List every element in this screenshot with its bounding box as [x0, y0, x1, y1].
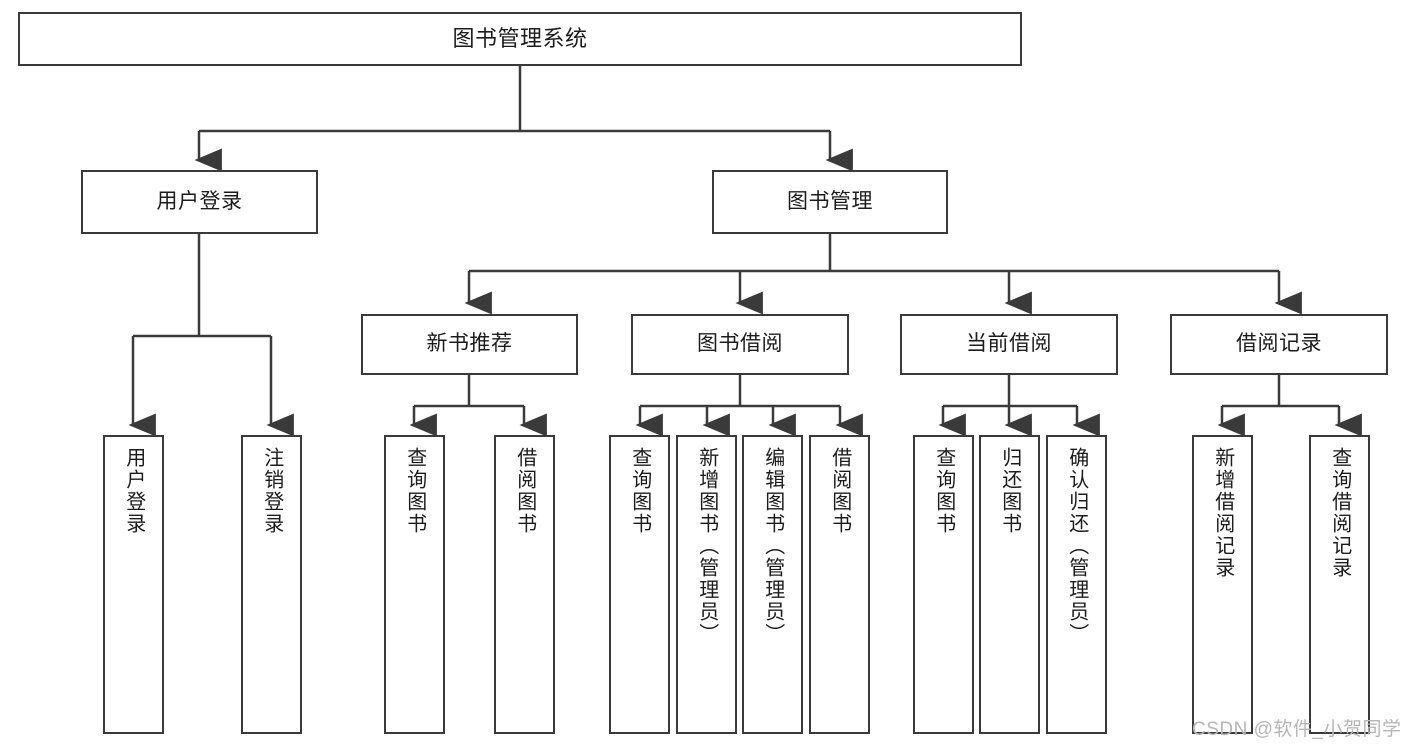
- leaf-borrow-query-book[interactable]: 查询图书: [609, 435, 670, 734]
- node-label: 查询借阅记录: [1328, 447, 1351, 579]
- leaf-borrow-edit-book-admin[interactable]: 编辑图书（管理员）: [742, 435, 803, 734]
- node-label: 新书推荐: [426, 332, 513, 356]
- node-user-login[interactable]: 用户登录: [81, 170, 318, 234]
- node-label: 注销登录: [260, 447, 283, 535]
- node-label: 用户登录: [156, 189, 243, 213]
- node-new-book-recommend[interactable]: 新书推荐: [361, 314, 578, 375]
- leaf-borrow-add-book-admin[interactable]: 新增图书（管理员）: [676, 435, 737, 734]
- node-label: 借阅图书: [828, 447, 851, 535]
- node-book-management[interactable]: 图书管理: [712, 170, 948, 234]
- node-label: 确认归还（管理员）: [1065, 447, 1088, 645]
- node-label: 图书借阅: [697, 332, 783, 356]
- node-label: 借阅图书: [513, 447, 536, 535]
- node-label: 图书管理: [787, 189, 873, 213]
- leaf-current-return-book[interactable]: 归还图书: [979, 435, 1040, 734]
- leaf-user-login-signin[interactable]: 用户登录: [103, 435, 164, 734]
- node-label: 新增借阅记录: [1211, 447, 1234, 579]
- leaf-record-add-record[interactable]: 新增借阅记录: [1192, 435, 1253, 734]
- leaf-current-confirm-return-admin[interactable]: 确认归还（管理员）: [1046, 435, 1107, 734]
- leaf-record-query-record[interactable]: 查询借阅记录: [1309, 435, 1370, 734]
- csdn-watermark: CSDN @软件_小贺同学: [1192, 719, 1402, 740]
- node-label: 查询图书: [932, 447, 955, 535]
- node-label: 借阅记录: [1236, 332, 1322, 356]
- node-borrow-record[interactable]: 借阅记录: [1170, 314, 1388, 375]
- node-label: 用户登录: [122, 447, 145, 535]
- leaf-recommend-borrow-book[interactable]: 借阅图书: [494, 435, 555, 734]
- leaf-borrow-borrow-book[interactable]: 借阅图书: [809, 435, 870, 734]
- node-root-library-system[interactable]: 图书管理系统: [18, 12, 1022, 66]
- node-current-borrow[interactable]: 当前借阅: [900, 314, 1118, 375]
- leaf-user-login-signout[interactable]: 注销登录: [241, 435, 302, 734]
- leaf-current-query-book[interactable]: 查询图书: [913, 435, 974, 734]
- node-label: 查询图书: [403, 447, 426, 535]
- node-label: 当前借阅: [966, 332, 1052, 356]
- node-label: 查询图书: [628, 447, 651, 535]
- node-label: 图书管理系统: [452, 26, 588, 52]
- leaf-recommend-query-book[interactable]: 查询图书: [384, 435, 445, 734]
- node-label: 归还图书: [998, 447, 1021, 535]
- node-label: 新增图书（管理员）: [695, 447, 718, 645]
- node-label: 编辑图书（管理员）: [761, 447, 784, 645]
- node-book-borrow[interactable]: 图书借阅: [631, 314, 849, 375]
